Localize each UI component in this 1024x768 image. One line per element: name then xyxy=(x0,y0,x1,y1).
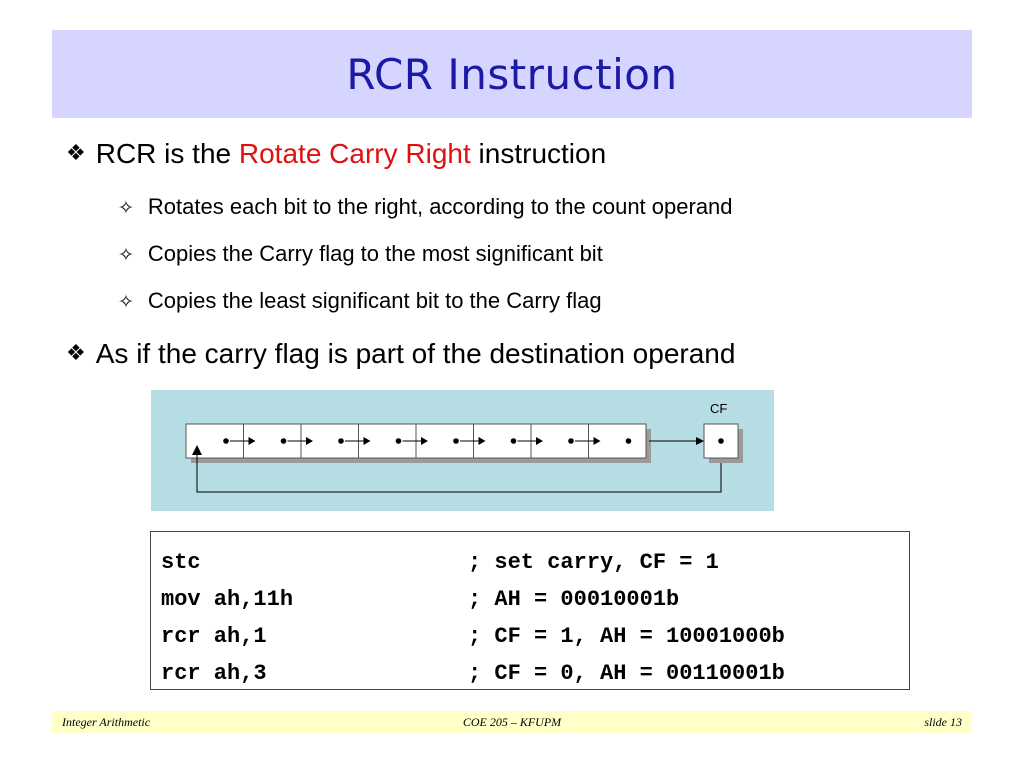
code-comment: ; set carry, CF = 1 xyxy=(468,550,719,575)
footer-course-name: COE 205 – KFUPM xyxy=(462,714,562,729)
code-comment: ; CF = 0, AH = 00110001b xyxy=(468,661,785,686)
sub-bullet-text: Copies the Carry flag to the most signif… xyxy=(147,241,603,266)
star-bullet-icon: ✧ xyxy=(118,292,134,313)
register-bit-dot xyxy=(510,438,517,444)
register-bits xyxy=(185,423,651,463)
rcr-rotation-diagram: CF xyxy=(151,390,774,511)
code-instruction: rcr ah,1 xyxy=(161,624,267,649)
register-bit-dot xyxy=(568,438,574,444)
code-instruction: rcr ah,3 xyxy=(161,661,267,686)
bullet-text-prefix: RCR is the xyxy=(95,138,239,169)
cf-to-msb-arrow-icon xyxy=(192,445,202,455)
bullet-text: As if the carry flag is part of the dest… xyxy=(95,338,736,369)
bit-shift-arrow-icon xyxy=(536,437,543,445)
star-bullet-icon: ✧ xyxy=(118,245,134,266)
register-bit-dot xyxy=(453,438,459,444)
bullet-text-suffix: instruction xyxy=(470,138,607,169)
code-comment: ; AH = 00010001b xyxy=(468,587,680,612)
sub-bullet-copies-lsb: ✧ Copies the least significant bit to the… xyxy=(118,288,602,314)
footer-bar: Integer Arithmetic COE 205 – KFUPM slide… xyxy=(52,711,972,733)
register-bit-dot xyxy=(338,438,344,444)
bullet-carry-part-of-operand: ❖ As if the carry flag is part of the des… xyxy=(66,338,735,370)
cf-bit-dot xyxy=(718,438,724,444)
bit-shift-arrow-icon xyxy=(363,437,371,445)
sub-bullet-copies-carry: ✧ Copies the Carry flag to the most signi… xyxy=(118,241,603,267)
footer-slide-number: slide 13 xyxy=(924,714,962,729)
code-instruction: mov ah,11h xyxy=(161,587,294,612)
register-bit-dot xyxy=(625,438,632,444)
sub-bullet-rotates: ✧ Rotates each bit to the right, accordin… xyxy=(118,194,733,220)
bit-shift-arrow-icon xyxy=(306,437,313,445)
code-line: stc ; set carry, CF = 1 xyxy=(161,544,909,581)
sub-bullet-text: Rotates each bit to the right, according… xyxy=(147,194,733,219)
title-bar: RCR Instruction xyxy=(52,30,972,118)
bullet-rcr-definition: ❖ RCR is the Rotate Carry Right instructi… xyxy=(66,138,606,170)
cf-to-msb-loop xyxy=(196,453,722,493)
code-comment: ; CF = 1, AH = 10001000b xyxy=(468,624,785,649)
register-bit-dot xyxy=(280,438,287,444)
code-instruction: stc xyxy=(161,550,201,575)
rcr-diagram-svg: CF xyxy=(185,401,743,493)
slide-title: RCR Instruction xyxy=(346,49,678,99)
cf-label: CF xyxy=(710,401,727,416)
bit-shift-arrow-icon xyxy=(248,437,256,445)
bullet-highlight: Rotate Carry Right xyxy=(238,138,471,169)
register-bit-dot xyxy=(223,438,229,444)
code-line: rcr ah,1 ; CF = 1, AH = 10001000b xyxy=(161,618,909,655)
bit-shift-arrow-icon xyxy=(478,437,486,445)
diamond-bullet-icon: ❖ xyxy=(66,340,86,365)
code-example: stc ; set carry, CF = 1 mov ah,11h ; AH = … xyxy=(150,531,910,690)
lsb-to-cf-arrow-icon xyxy=(696,437,704,445)
code-line: rcr ah,3 ; CF = 0, AH = 00110001b xyxy=(161,655,909,692)
star-bullet-icon: ✧ xyxy=(118,198,134,219)
footer-course-topic: Integer Arithmetic xyxy=(62,714,151,729)
bit-shift-arrow-icon xyxy=(593,437,601,445)
bit-shift-arrow-icon xyxy=(421,437,428,445)
register-bit-dot xyxy=(395,438,402,444)
diamond-bullet-icon: ❖ xyxy=(66,140,86,165)
sub-bullet-text: Copies the least significant bit to the … xyxy=(147,288,602,313)
code-line: mov ah,11h ; AH = 00010001b xyxy=(161,581,909,618)
